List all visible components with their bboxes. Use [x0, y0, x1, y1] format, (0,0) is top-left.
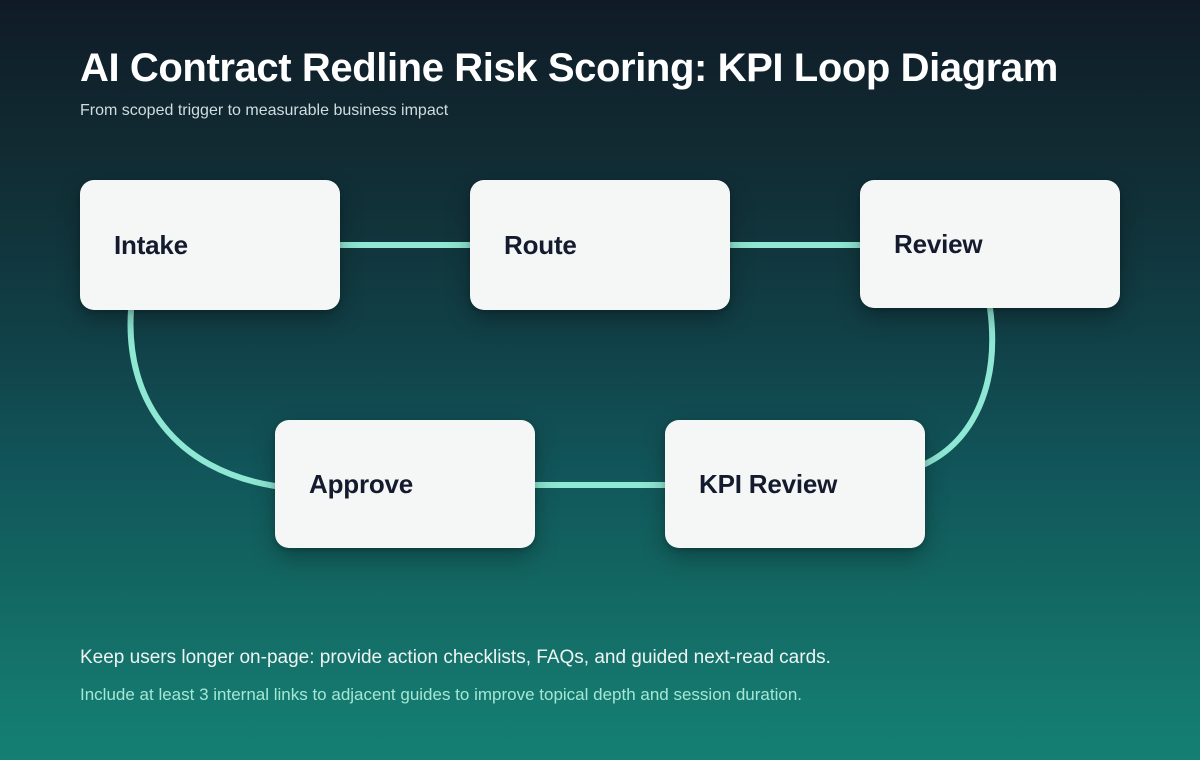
footer-primary-note: Keep users longer on-page: provide actio…: [80, 647, 831, 668]
node-review[interactable]: Review: [860, 180, 1120, 308]
node-route-label: Route: [504, 229, 577, 260]
node-intake-label: Intake: [114, 229, 188, 260]
node-kpi-review-label: KPI Review: [699, 468, 838, 499]
header: AI Contract Redline Risk Scoring: KPI Lo…: [80, 46, 1140, 122]
node-kpi-review[interactable]: KPI Review: [665, 420, 925, 548]
edge-review-kpireview: [922, 305, 996, 467]
footer-secondary-note: Include at least 3 internal links to adj…: [80, 684, 803, 704]
node-route[interactable]: Route: [470, 180, 730, 310]
footer-notes: Keep users longer on-page: provide actio…: [80, 645, 1130, 707]
page-subtitle: From scoped trigger to measurable busine…: [80, 101, 449, 119]
node-review-label: Review: [894, 228, 983, 259]
node-approve-label: Approve: [309, 468, 414, 499]
edge-approve-intake: [127, 307, 278, 489]
page-title: AI Contract Redline Risk Scoring: KPI Lo…: [80, 46, 1058, 90]
node-intake[interactable]: Intake: [80, 180, 340, 310]
node-approve[interactable]: Approve: [275, 420, 535, 548]
